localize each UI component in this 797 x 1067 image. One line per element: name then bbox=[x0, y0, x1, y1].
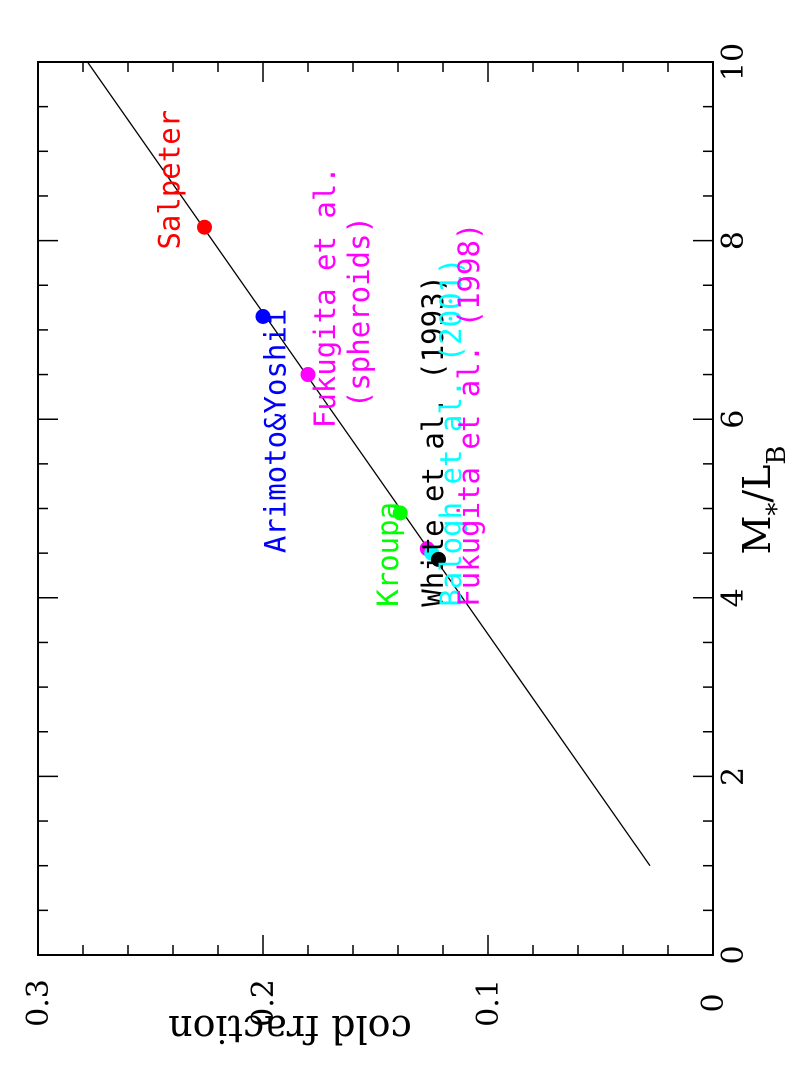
annotation-balogh-et-al-2001-: Balogh et al. (2001) bbox=[434, 258, 468, 607]
y-tick-label: 0 bbox=[696, 993, 731, 1012]
annotation-arimoto-yoshii: Arimoto&Yoshii bbox=[259, 309, 293, 553]
annotation-kroupa: Kroupa bbox=[371, 502, 405, 607]
annotation-line: Balogh et al. (2001) bbox=[434, 258, 468, 607]
annotation-line: Fukugita et al. (1998) bbox=[452, 223, 486, 607]
x-tick-label: 4 bbox=[716, 588, 751, 607]
axis-labels-group: M*/LB cold fraction bbox=[168, 445, 792, 1051]
data-point-arimoto-yoshii bbox=[255, 309, 271, 325]
y-tick-label: 0.2 bbox=[246, 979, 281, 1027]
data-point-fukugita-et-al-spheroids- bbox=[300, 367, 316, 383]
y-axis-label: cold fraction bbox=[168, 1007, 412, 1051]
annotation-line: Fukugita et al. bbox=[308, 166, 342, 428]
tick-labels-group: 0 2 4 6 8 10 0 0.1 0.2 0.3 bbox=[21, 43, 751, 1027]
annotation-white-et-al-1993-: White et al. (1993) bbox=[416, 275, 450, 607]
annotation-line: Arimoto&Yoshii bbox=[259, 309, 293, 553]
annotation-line: (spheroids) bbox=[342, 216, 376, 408]
data-point-kroupa bbox=[392, 505, 408, 521]
annotation-line: Kroupa bbox=[371, 502, 405, 607]
fit-line-group bbox=[86, 61, 651, 867]
annotation-line: White et al. (1993) bbox=[416, 275, 450, 607]
x-tick-label: 2 bbox=[716, 767, 751, 786]
x-tick-label: 0 bbox=[716, 945, 751, 964]
y-tick-label: 0.3 bbox=[21, 979, 56, 1027]
data-point-white-et-al-1993- bbox=[431, 551, 446, 567]
fit-line bbox=[86, 61, 651, 867]
data-points-group bbox=[197, 219, 446, 567]
x-tick-label: 6 bbox=[716, 410, 751, 429]
y-tick-label: 0.1 bbox=[471, 979, 506, 1027]
annotation-fukugita-et-al-spheroids-: Fukugita et al.(spheroids) bbox=[308, 166, 376, 428]
x-tick-label: 8 bbox=[716, 231, 751, 250]
x-tick-label: 10 bbox=[716, 43, 751, 81]
ticks-group bbox=[37, 61, 714, 956]
annotation-salpeter: Salpeter bbox=[153, 110, 187, 250]
annotation-line: Salpeter bbox=[153, 110, 187, 250]
data-point-salpeter bbox=[197, 219, 212, 235]
x-axis-label: M*/LB bbox=[735, 445, 792, 554]
annotation-fukugita-et-al-1998-: Fukugita et al. (1998) bbox=[452, 223, 486, 607]
